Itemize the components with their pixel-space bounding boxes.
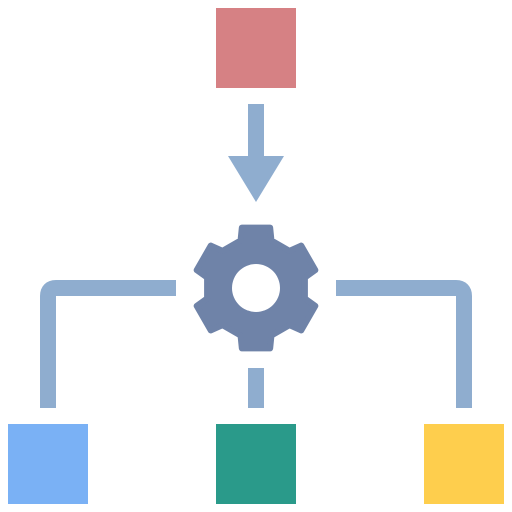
output-box-center: [216, 424, 296, 504]
connector-right: [336, 280, 472, 408]
arrow-head-icon: [228, 156, 284, 202]
connector-center: [248, 368, 264, 408]
input-box: [216, 8, 296, 88]
arrow-shaft: [248, 104, 264, 158]
output-box-right: [424, 424, 504, 504]
output-box-left: [8, 424, 88, 504]
gear-hole: [232, 264, 280, 312]
gear-icon: [193, 224, 319, 352]
connector-left: [40, 280, 176, 408]
input-arrow: [228, 104, 284, 202]
